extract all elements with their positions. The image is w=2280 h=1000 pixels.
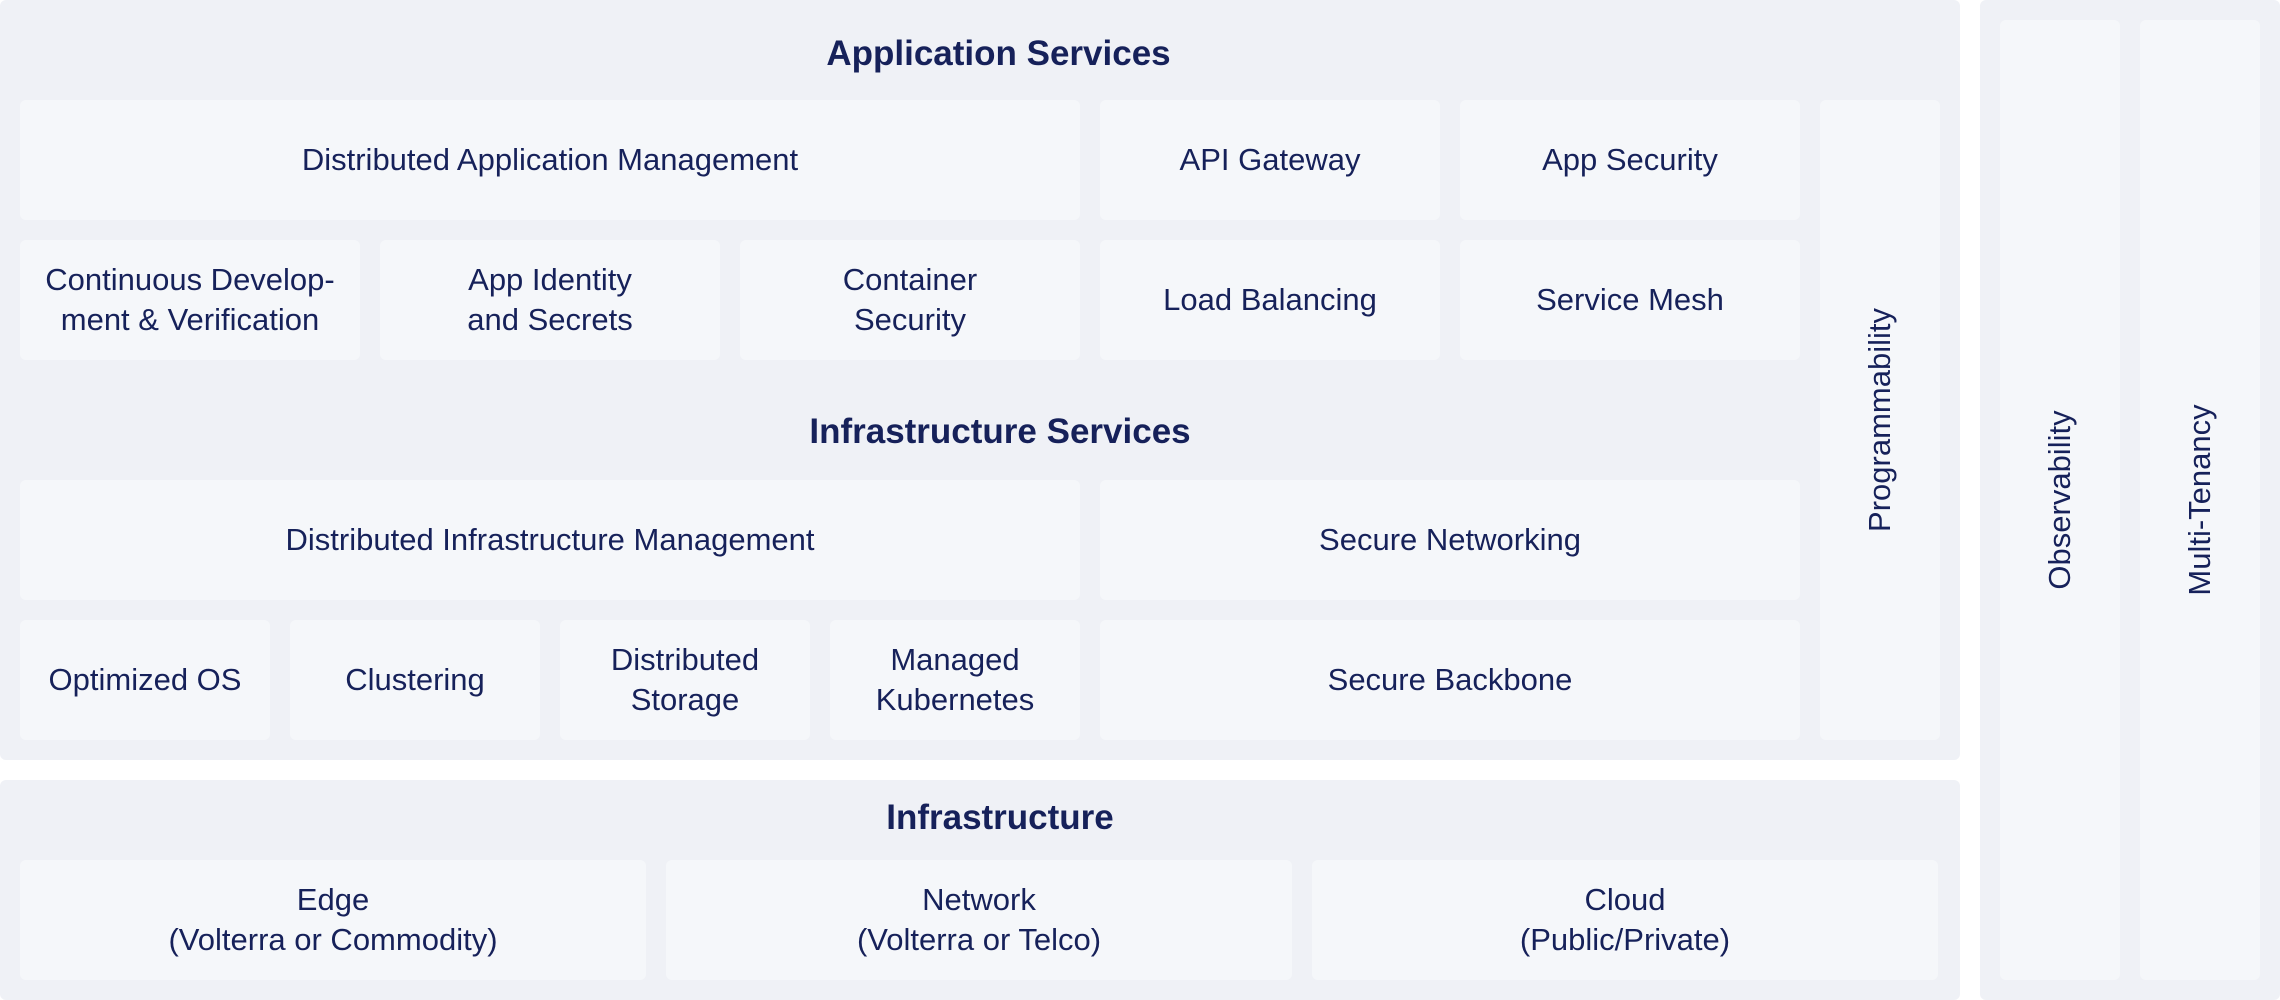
programmability-box: Programmability — [1820, 100, 1940, 740]
app-security-label: App Security — [1542, 142, 1718, 177]
app-security-box: App Security — [1460, 100, 1800, 220]
clustering-label: Clustering — [345, 662, 485, 697]
services-panel: Application Services Distributed Applica… — [0, 0, 1960, 760]
secure-backbone-box: Secure Backbone — [1100, 620, 1800, 740]
app-identity-box: App Identity and Secrets — [380, 240, 720, 360]
infrastructure-services-heading: Infrastructure Services — [809, 412, 1191, 451]
clustering-box: Clustering — [290, 620, 540, 740]
programmability-label: Programmability — [1862, 308, 1897, 532]
multi-tenancy-box: Multi-Tenancy — [2140, 20, 2260, 980]
cloud-label: Cloud (Public/Private) — [1519, 882, 1731, 957]
application-services-heading: Application Services — [826, 34, 1171, 73]
load-balancing-label: Load Balancing — [1163, 282, 1377, 317]
optimized-os-label: Optimized OS — [48, 662, 242, 697]
cross-cutting-panel: Observability Multi-Tenancy — [1980, 0, 2280, 1000]
managed-kubernetes-label: Managed Kubernetes — [875, 642, 1035, 717]
managed-kubernetes-box: Managed Kubernetes — [830, 620, 1080, 740]
service-mesh-label: Service Mesh — [1536, 282, 1724, 317]
network-box: Network (Volterra or Telco) — [666, 860, 1292, 980]
edge-box: Edge (Volterra or Commodity) — [20, 860, 646, 980]
secure-networking-box: Secure Networking — [1100, 480, 1800, 600]
infrastructure-heading: Infrastructure — [886, 798, 1114, 837]
api-gateway-label: API Gateway — [1179, 142, 1361, 177]
distributed-storage-label: Distributed Storage — [610, 642, 760, 717]
network-label: Network (Volterra or Telco) — [856, 882, 1102, 957]
load-balancing-box: Load Balancing — [1100, 240, 1440, 360]
continuous-development-box: Continuous Develop- ment & Verification — [20, 240, 360, 360]
app-identity-label: App Identity and Secrets — [467, 262, 633, 337]
distributed-application-management-label: Distributed Application Management — [301, 142, 799, 177]
distributed-application-management-box: Distributed Application Management — [20, 100, 1080, 220]
container-security-label: Container Security — [842, 262, 978, 337]
multi-tenancy-label: Multi-Tenancy — [2182, 404, 2217, 596]
distributed-storage-box: Distributed Storage — [560, 620, 810, 740]
infrastructure-panel: Infrastructure Edge (Volterra or Commodi… — [0, 780, 1960, 1000]
observability-box: Observability — [2000, 20, 2120, 980]
secure-networking-label: Secure Networking — [1319, 522, 1581, 557]
service-mesh-box: Service Mesh — [1460, 240, 1800, 360]
api-gateway-box: API Gateway — [1100, 100, 1440, 220]
distributed-infrastructure-management-box: Distributed Infrastructure Management — [20, 480, 1080, 600]
container-security-box: Container Security — [740, 240, 1080, 360]
distributed-infrastructure-management-label: Distributed Infrastructure Management — [285, 522, 815, 557]
cloud-box: Cloud (Public/Private) — [1312, 860, 1938, 980]
observability-label: Observability — [2042, 410, 2077, 590]
edge-label: Edge (Volterra or Commodity) — [168, 882, 498, 957]
continuous-development-label: Continuous Develop- ment & Verification — [45, 262, 335, 337]
optimized-os-box: Optimized OS — [20, 620, 270, 740]
secure-backbone-label: Secure Backbone — [1327, 662, 1573, 697]
